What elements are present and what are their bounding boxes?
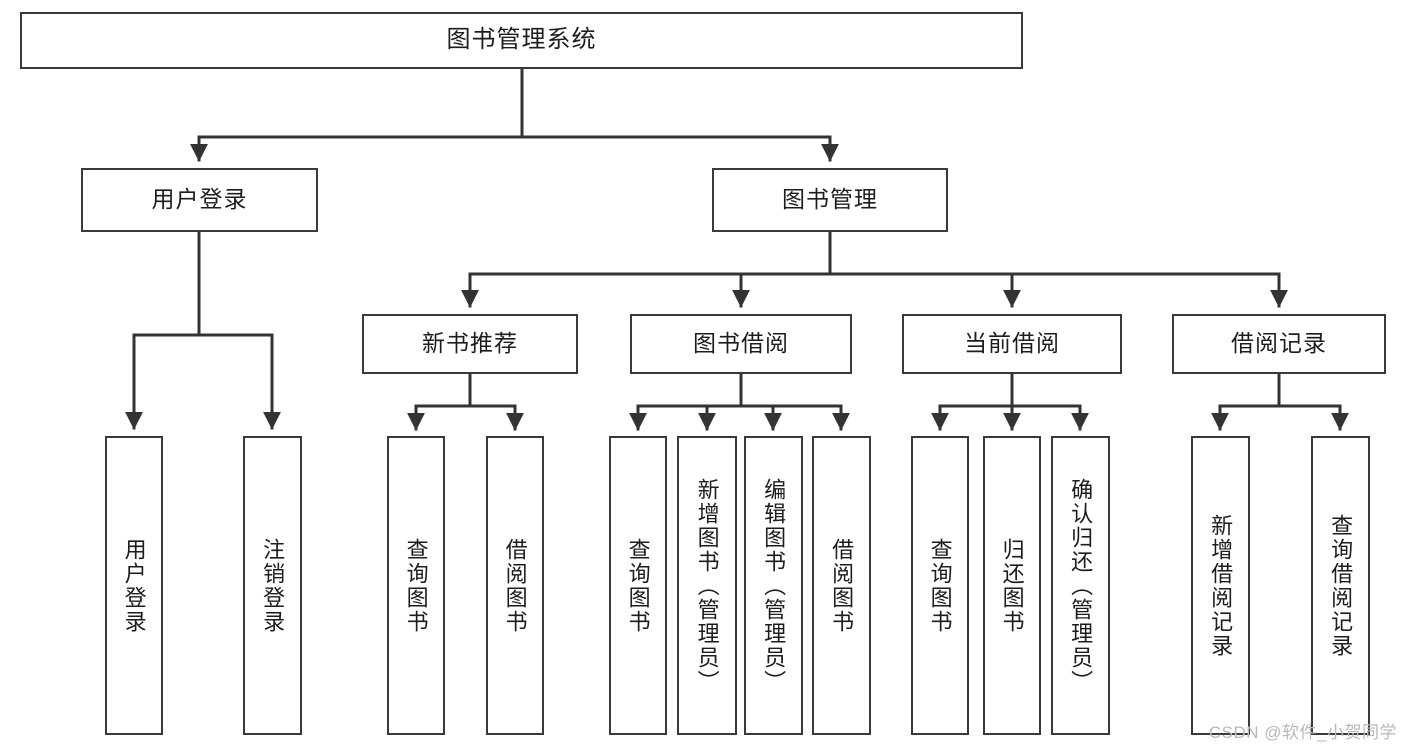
node-current-borrow-label: 当前借阅	[964, 330, 1060, 357]
node-leaf-return-book-label: 归还图书	[999, 537, 1025, 634]
node-borrow-record[interactable]: 借阅记录	[1172, 314, 1386, 374]
node-leaf-user-logout-label: 注销登录	[260, 537, 286, 634]
node-user-login[interactable]: 用户登录	[81, 168, 318, 232]
node-leaf-user-login[interactable]: 用户登录	[105, 436, 163, 735]
node-leaf-borrow-book-1[interactable]: 借阅图书	[486, 436, 544, 735]
node-leaf-borrow-book-1-label: 借阅图书	[502, 537, 528, 634]
node-leaf-add-record[interactable]: 新增借阅记录	[1191, 436, 1250, 735]
node-leaf-confirm-return[interactable]: 确认归还（管理员）	[1051, 436, 1110, 735]
node-book-borrow-label: 图书借阅	[693, 330, 789, 357]
node-book-manage-label: 图书管理	[782, 186, 878, 213]
node-new-book-rec[interactable]: 新书推荐	[362, 314, 578, 374]
node-borrow-record-label: 借阅记录	[1231, 330, 1327, 357]
node-leaf-query-book-1[interactable]: 查询图书	[387, 436, 445, 735]
node-root[interactable]: 图书管理系统	[20, 12, 1023, 69]
node-leaf-confirm-return-label: 确认归还（管理员）	[1068, 477, 1094, 694]
node-book-borrow[interactable]: 图书借阅	[630, 314, 852, 374]
node-leaf-query-record-label: 查询借阅记录	[1328, 513, 1354, 658]
node-leaf-add-book-label: 新增图书（管理员）	[694, 477, 720, 694]
node-root-label: 图书管理系统	[446, 26, 597, 54]
node-leaf-query-book-2[interactable]: 查询图书	[609, 436, 667, 735]
node-current-borrow[interactable]: 当前借阅	[902, 314, 1122, 374]
node-leaf-query-book-3[interactable]: 查询图书	[911, 436, 969, 735]
node-leaf-edit-book[interactable]: 编辑图书（管理员）	[744, 436, 803, 735]
watermark: CSDN @软件_小贺同学	[1208, 723, 1397, 742]
node-book-manage[interactable]: 图书管理	[712, 168, 948, 232]
node-leaf-query-record[interactable]: 查询借阅记录	[1311, 436, 1370, 735]
node-leaf-add-book[interactable]: 新增图书（管理员）	[677, 436, 737, 735]
node-leaf-query-book-3-label: 查询图书	[927, 537, 953, 634]
node-leaf-query-book-2-label: 查询图书	[625, 537, 651, 634]
node-leaf-borrow-book-2[interactable]: 借阅图书	[812, 436, 871, 735]
node-leaf-borrow-book-2-label: 借阅图书	[829, 537, 855, 634]
node-leaf-query-book-1-label: 查询图书	[403, 537, 429, 634]
node-leaf-return-book[interactable]: 归还图书	[983, 436, 1041, 735]
node-leaf-user-logout[interactable]: 注销登录	[243, 436, 302, 735]
node-leaf-edit-book-label: 编辑图书（管理员）	[761, 477, 787, 694]
node-leaf-user-login-label: 用户登录	[121, 537, 147, 634]
node-leaf-add-record-label: 新增借阅记录	[1208, 513, 1234, 658]
node-new-book-rec-label: 新书推荐	[422, 330, 518, 357]
node-user-login-label: 用户登录	[151, 186, 248, 213]
